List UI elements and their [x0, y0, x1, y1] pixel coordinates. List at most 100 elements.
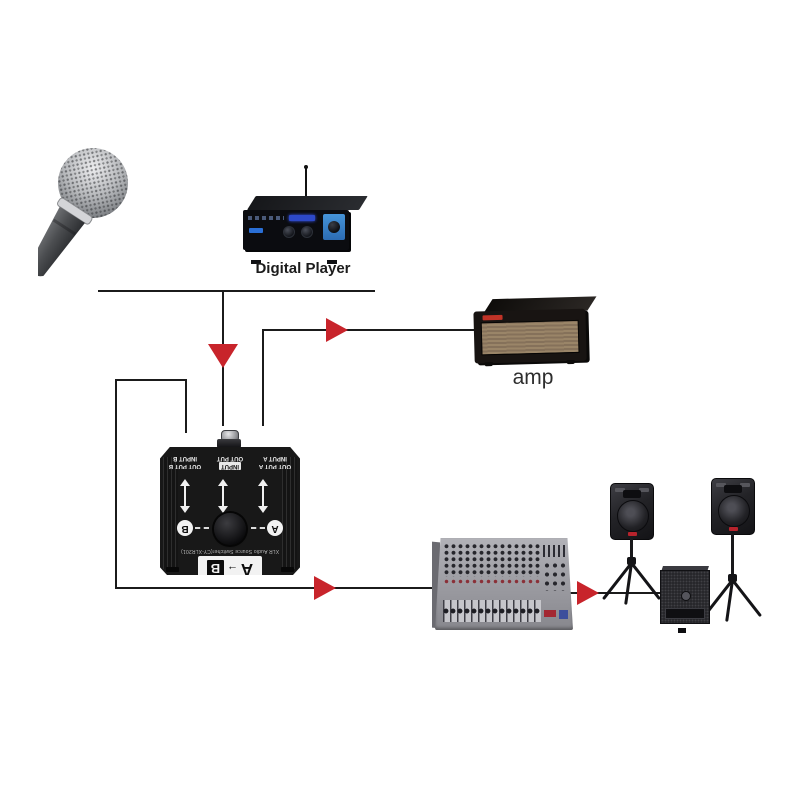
speaker-horn [724, 485, 742, 493]
logo-b: B [206, 560, 224, 575]
microphone-drawing [28, 148, 128, 277]
speaker-handle-slot [615, 488, 625, 492]
stand-hub [728, 574, 737, 582]
pedal-foot [166, 567, 179, 572]
mixer-red-switch [544, 610, 556, 617]
arrow-right-to-mixer-icon [314, 576, 336, 600]
jack-label: OUT PUT A [258, 463, 292, 469]
selector-knob [214, 513, 246, 545]
logo-arrow-icon: → [226, 563, 238, 575]
wire-mixer-horizontal [115, 587, 437, 589]
jack-label: INPUT A [263, 455, 287, 461]
speaker-woofer [718, 495, 750, 527]
speaker-handle-slot [740, 483, 750, 487]
stand-pole [630, 538, 633, 560]
double-arrow-icon [218, 479, 228, 513]
mixer-gain-row [443, 578, 541, 585]
subwoofer [660, 566, 710, 633]
player-foot [251, 260, 261, 264]
pedal-body: OUT PUT B INPUT B INPUT OUT PUT OUT PUT … [160, 447, 300, 575]
pedal-model-text: XLR Audio Source Switcher(CY-XLR201) [180, 548, 280, 554]
double-arrow-icon [258, 479, 268, 513]
jack-label-chip: INPUT [219, 462, 241, 470]
amp-foot [484, 362, 493, 367]
amp-device [473, 296, 597, 371]
subwoofer-badge [681, 591, 691, 601]
amp-label: amp [512, 366, 554, 389]
jack-label: INPUT B [173, 455, 197, 461]
selector-b-circle: B [177, 520, 193, 536]
mixer-body [435, 538, 573, 630]
double-arrow-icon [180, 479, 190, 513]
wire-outb-horizontal [115, 379, 187, 381]
selector-dash [195, 527, 209, 529]
pedal-foot [281, 567, 294, 572]
mixer-blue-switch [559, 610, 568, 619]
amp-logo-badge [482, 314, 503, 321]
stand-hub [627, 557, 636, 565]
jack-label-column-mid: INPUT OUT PUT [210, 454, 250, 470]
mixing-console [432, 538, 573, 630]
speaker-handle-slot [639, 488, 649, 492]
player-foot [327, 260, 337, 264]
stand-leg [630, 562, 662, 601]
speaker-logo-badge [729, 527, 738, 531]
player-button-row [248, 216, 284, 220]
pedal-ab-logo: A → B [198, 556, 262, 579]
logo-a: A [240, 560, 254, 579]
wire-top-bus [98, 290, 375, 292]
stand-leg [731, 579, 763, 618]
pedal-side-rail [163, 457, 178, 569]
speaker-cabinet [610, 483, 654, 540]
mixer-meter [543, 545, 567, 557]
player-knob [283, 226, 295, 238]
player-volume-pad [323, 214, 345, 240]
pedal-jack-labels: OUT PUT B INPUT B INPUT OUT PUT OUT PUT … [160, 454, 300, 470]
speaker-woofer [617, 500, 649, 532]
jack-label-column-b: OUT PUT B INPUT B [165, 454, 205, 470]
amp-cabinet [473, 308, 587, 367]
antenna-icon [304, 165, 308, 202]
speaker-left [601, 483, 662, 633]
player-brand-chip [249, 228, 263, 233]
wire-amp-vertical [262, 329, 264, 426]
microphone [28, 138, 198, 303]
mixer-fader-section [443, 600, 541, 622]
subwoofer-port [665, 608, 705, 619]
speaker-right [702, 478, 763, 628]
pedal-side-rail [282, 457, 297, 569]
mixer-master-knobs [543, 561, 567, 591]
player-knob [301, 226, 313, 238]
selector-a-circle: A [267, 520, 283, 536]
digital-player-label: Digital Player [255, 260, 351, 277]
speaker-cabinet [711, 478, 755, 535]
selector-dash [251, 527, 265, 529]
amp-foot [566, 359, 575, 365]
player-front-panel [243, 210, 349, 250]
wire-left-vertical [115, 379, 117, 589]
mixer-master-section [543, 543, 569, 625]
player-top-face [247, 196, 368, 210]
jack-label: OUT PUT [216, 455, 244, 461]
player-display [289, 215, 315, 221]
subwoofer-foot [678, 628, 686, 633]
ab-switch-pedal: OUT PUT B INPUT B INPUT OUT PUT OUT PUT … [160, 428, 300, 580]
arrow-down-to-switch-icon [208, 344, 238, 368]
amp-grille [480, 319, 580, 356]
stand-pole [731, 533, 734, 577]
jack-label-column-a: OUT PUT A INPUT A [255, 454, 295, 470]
arrow-right-to-amp-icon [326, 318, 348, 342]
wire-amp-horizontal [262, 329, 478, 331]
arrow-right-to-speakers-icon [577, 581, 599, 605]
speaker-logo-badge [628, 532, 637, 536]
footswitch-button [217, 430, 241, 448]
wire-speakers-horizontal [570, 592, 665, 594]
speaker-horn [623, 490, 641, 498]
speaker-handle-slot [716, 483, 726, 487]
digital-player-device [243, 165, 368, 264]
mixer-knob-grid [443, 543, 541, 577]
footswitch-base [217, 439, 241, 448]
jack-label: OUT PUT B [168, 463, 202, 469]
subwoofer-body [660, 570, 710, 624]
wire-outb-vertical [185, 379, 187, 433]
